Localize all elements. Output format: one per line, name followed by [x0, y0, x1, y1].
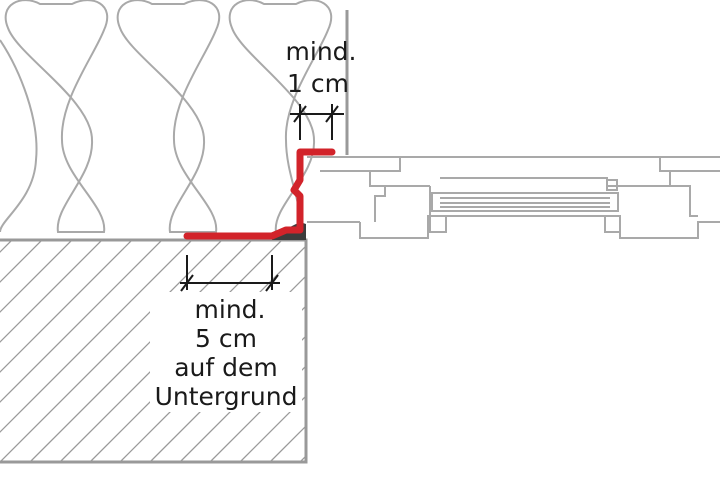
hatch-line — [209, 365, 306, 462]
insulation-batt-1 — [4, 0, 109, 233]
top-dimension-tick-left — [293, 105, 307, 123]
hatch-line — [0, 240, 133, 373]
bottom-dimension — [180, 255, 280, 292]
top-dimension-label-line1: mind. — [286, 37, 357, 66]
bottom-dimension-label-line1: mind. — [195, 295, 266, 324]
insulation-batt-3 — [228, 0, 333, 233]
sealing-membrane — [183, 148, 336, 240]
hatch-line — [0, 240, 43, 283]
hatch-line — [0, 240, 103, 343]
top-dimension-tick-right — [325, 105, 339, 123]
hatch-line — [299, 455, 306, 462]
top-dimension-label-line2: 1 cm — [287, 69, 349, 98]
hatch-line — [0, 240, 223, 462]
insulation-batt-4 — [0, 39, 38, 233]
hatch-line — [330, 222, 570, 462]
bottom-dimension-tick-left — [180, 274, 194, 292]
bottom-dimension-label-line3: auf dem — [174, 353, 278, 382]
top-dimension — [290, 104, 344, 140]
insulation-batt-2 — [116, 0, 221, 233]
hatch-line — [0, 240, 73, 313]
hatch-line — [0, 240, 163, 403]
label-backing — [150, 292, 302, 412]
window-frame-section — [307, 156, 720, 239]
bottom-dimension-tick-right — [265, 274, 279, 292]
hatch-line — [0, 240, 193, 433]
bottom-dimension-label-line2: 5 cm — [195, 324, 257, 353]
bottom-dimension-label-line4: Untergrund — [155, 382, 298, 411]
insulation-batts — [0, 0, 333, 233]
hatch-line — [239, 395, 306, 462]
hatch-line — [0, 240, 13, 253]
